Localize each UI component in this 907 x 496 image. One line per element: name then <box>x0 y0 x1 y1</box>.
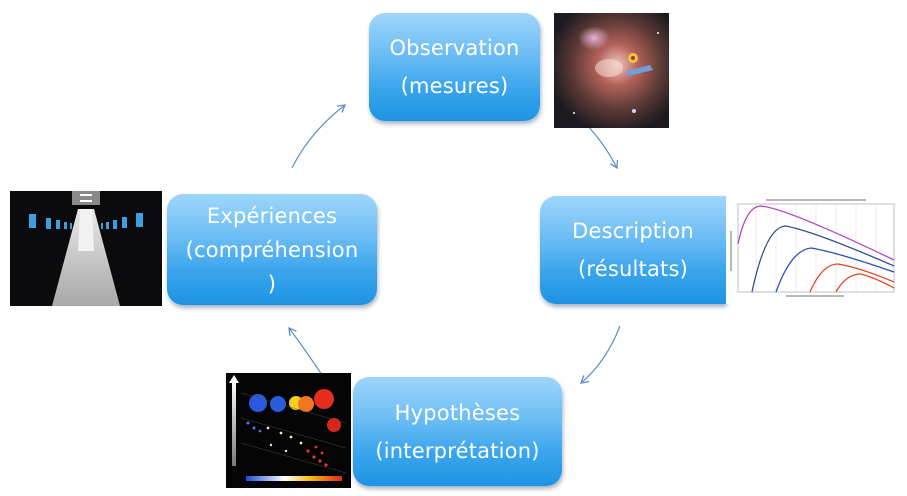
experiences-box: Expériences (compréhension ) <box>167 194 377 305</box>
hypotheses-title: Hypothèses <box>394 400 521 425</box>
arrow-hypotheses-to-experiences <box>288 326 323 376</box>
description-title: Description <box>572 219 694 243</box>
experiences-subtitle-close: ) <box>267 271 277 296</box>
experiences-subtitle: (compréhension <box>185 237 359 262</box>
observation-title: Observation <box>389 36 520 60</box>
supercomputer-datacenter-image <box>10 191 162 306</box>
experiences-title: Expériences <box>206 203 338 228</box>
description-subtitle: (résultats) <box>577 257 689 281</box>
observation-subtitle: (mesures) <box>400 74 509 98</box>
arrow-observation-to-description <box>587 125 619 170</box>
description-box: Description (résultats) <box>540 196 726 304</box>
hypotheses-subtitle: (interprétation) <box>375 438 540 463</box>
observation-box: Observation (mesures) <box>369 13 540 121</box>
arrow-experiences-to-observation <box>291 104 347 169</box>
hertzsprung-russell-diagram-image <box>226 373 351 488</box>
blackbody-curves-chart-image <box>726 196 907 304</box>
arrow-description-to-hypotheses <box>579 325 621 384</box>
orion-nebula-image <box>554 13 669 128</box>
hypotheses-box: Hypothèses (interprétation) <box>353 377 562 486</box>
